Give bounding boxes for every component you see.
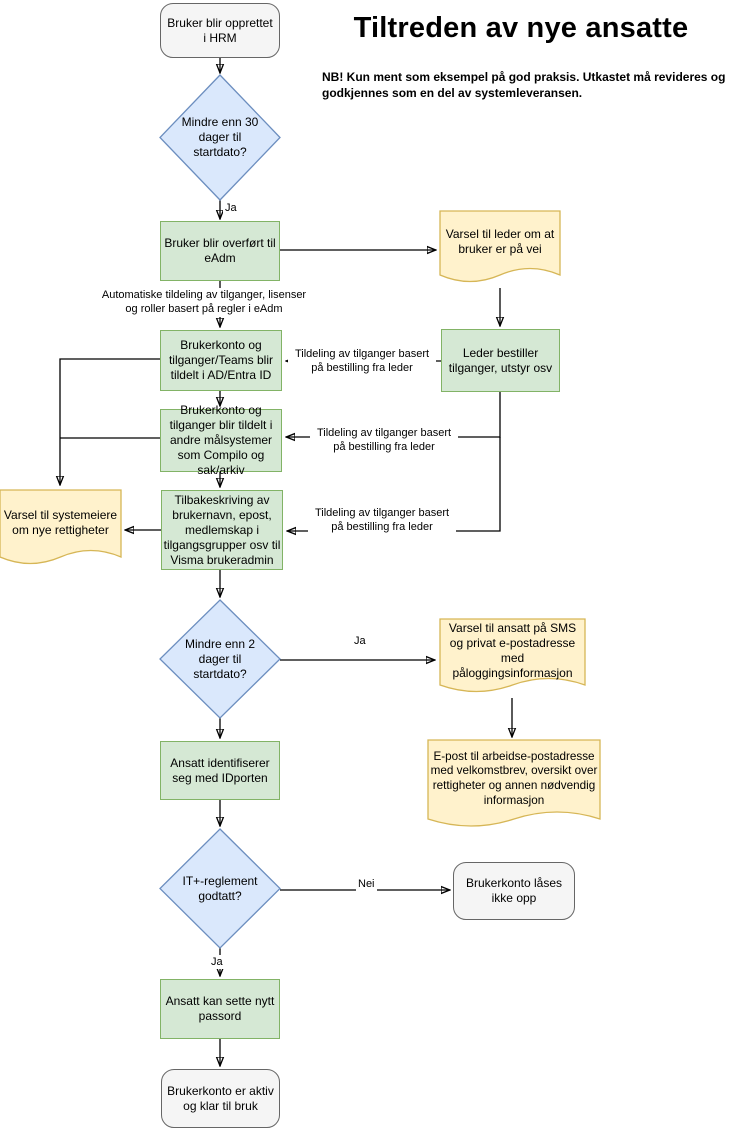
terminator-konto-laast-label: Brukerkonto låses ikke opp <box>465 876 563 905</box>
doc-varsel-sms-label: Varsel til ansatt på SMS og privat e-pos… <box>448 621 577 680</box>
process-idporten-label: Ansatt identifiserer seg med IDporten <box>170 755 270 785</box>
process-tilbakeskriving-label: Tilbakeskriving av brukernavn, epost, me… <box>163 492 281 567</box>
decision-30-days-shape <box>159 74 281 201</box>
doc-epost-arbeid: E-post til arbeidse-postadresse med velk… <box>428 740 600 818</box>
process-overfort-eadm: Bruker blir overført til eAdm <box>160 221 280 281</box>
process-nytt-passord: Ansatt kan sette nytt passord <box>160 979 280 1039</box>
process-leder-bestiller-label: Leder bestiller tilganger, utstyr osv <box>448 345 553 375</box>
terminator-start-label: Bruker blir opprettet i HRM <box>167 15 273 45</box>
process-leder-bestiller: Leder bestiller tilganger, utstyr osv <box>441 329 560 392</box>
decision-2-days-shape <box>159 599 281 719</box>
terminator-konto-aktiv: Brukerkonto er aktiv og klar til bruk <box>161 1069 280 1128</box>
edge-label-tildeling-2: Tildeling av tilganger basert på bestill… <box>310 426 458 455</box>
doc-varsel-systemeiere: Varsel til systemeiere om nye rettighete… <box>0 490 121 556</box>
doc-varsel-leder-label: Varsel til leder om at bruker er på vei <box>445 227 555 256</box>
terminator-start: Bruker blir opprettet i HRM <box>160 3 280 58</box>
decision-2-days-label: Mindre enn 2 dager til startdato? <box>184 636 256 681</box>
decision-2-days: Mindre enn 2 dager til startdato? <box>160 600 280 718</box>
process-malsystemer-label: Brukerkonto og tilganger blir tildelt i … <box>169 403 273 477</box>
process-ad-entra: Brukerkonto og tilganger/Teams blir tild… <box>160 330 282 391</box>
doc-varsel-leder-shape <box>439 210 561 283</box>
doc-varsel-systemeiere-label: Varsel til systemeiere om nye rettighete… <box>3 508 118 537</box>
page-title: Tiltreden av nye ansatte <box>353 12 689 44</box>
edge-label-auto-tildeling: Automatiske tildeling av tilganger, lise… <box>96 288 312 317</box>
doc-varsel-sms: Varsel til ansatt på SMS og privat e-pos… <box>440 619 585 683</box>
doc-varsel-leder: Varsel til leder om at bruker er på vei <box>440 211 560 273</box>
doc-varsel-systemeiere-shape <box>0 489 122 565</box>
process-idporten: Ansatt identifiserer seg med IDporten <box>160 741 280 800</box>
process-malsystemer: Brukerkonto og tilganger blir tildelt i … <box>160 403 282 477</box>
process-ad-entra-label: Brukerkonto og tilganger/Teams blir tild… <box>168 338 274 382</box>
decision-it-reglement-label: IT+-reglement godtatt? <box>182 873 258 903</box>
doc-epost-arbeid-shape <box>427 739 601 827</box>
edge-label-ja-2: Ja <box>352 634 368 649</box>
edge-label-nei: Nei <box>356 877 377 892</box>
process-overfort-eadm-label: Bruker blir overført til eAdm <box>164 236 276 265</box>
decision-30-days-label: Mindre enn 30 dager til startdato? <box>181 115 259 159</box>
decision-it-reglement: IT+-reglement godtatt? <box>160 829 280 948</box>
doc-epost-arbeid-label: E-post til arbeidse-postadresse med velk… <box>430 749 598 807</box>
disclaimer-note: NB! Kun ment som eksempel på god praksis… <box>322 70 726 101</box>
connector-adentra-to-varsel-systemeiere <box>60 358 160 485</box>
terminator-konto-aktiv-label: Brukerkonto er aktiv og klar til bruk <box>167 1083 274 1113</box>
process-tilbakeskriving: Tilbakeskriving av brukernavn, epost, me… <box>161 490 283 570</box>
edge-label-ja-30: Ja <box>223 201 239 216</box>
edge-label-tildeling-3: Tildeling av tilganger basert på bestill… <box>308 506 456 535</box>
process-nytt-passord-label: Ansatt kan sette nytt passord <box>165 994 275 1023</box>
decision-it-reglement-shape <box>159 828 281 949</box>
terminator-konto-laast: Brukerkonto låses ikke opp <box>453 862 575 920</box>
edge-label-tildeling-1: Tildeling av tilganger basert på bestill… <box>288 347 436 376</box>
doc-varsel-sms-shape <box>439 618 586 693</box>
edge-label-ja-it: Ja <box>209 955 225 970</box>
decision-30-days: Mindre enn 30 dager til startdato? <box>160 75 280 200</box>
